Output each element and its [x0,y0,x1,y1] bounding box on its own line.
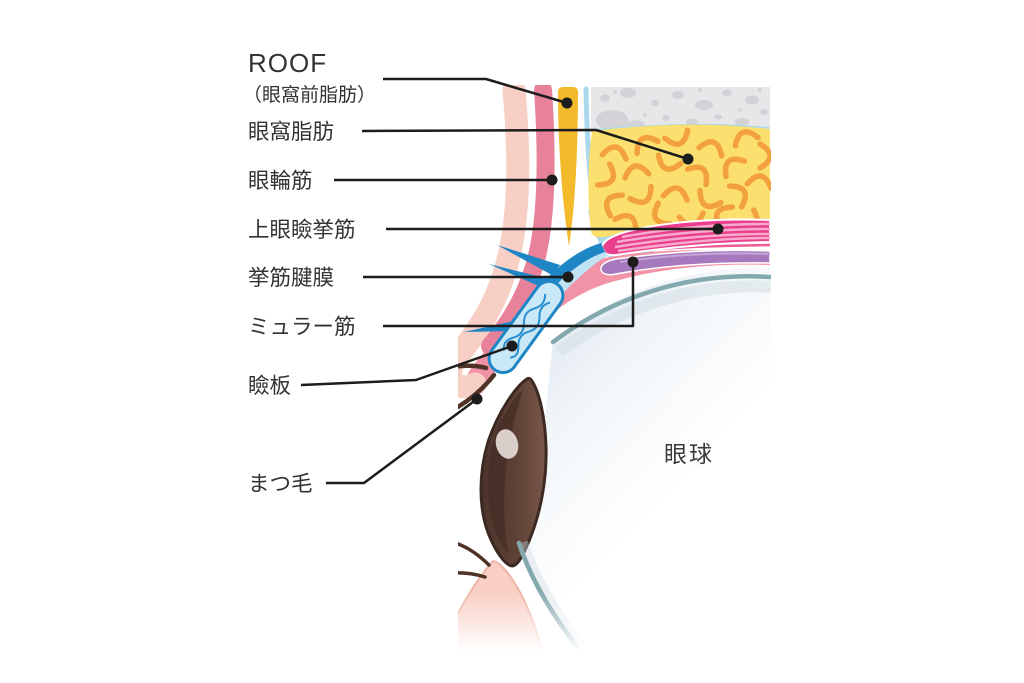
tarsal-wavy-line [509,301,551,359]
orbital-bone [591,87,770,133]
iris [479,376,548,568]
leader-dot-orbicularis [546,174,558,186]
leader-line-roof [383,77,568,105]
iris-highlight [495,429,519,459]
bottom-fade [458,592,771,662]
roof-fat-strip [558,87,578,246]
leader-dots [471,97,724,405]
label-roof-sub: （眼窩前脂肪） [243,84,376,106]
leader-line-eyelash [326,397,478,485]
aponeurosis-branch [497,245,560,275]
leader-dot-muller [627,256,639,268]
label-eyeball: 眼球 [664,441,714,467]
label-levator: 上眼瞼挙筋 [248,218,356,242]
label-aponeurosis: 挙筋腱膜 [248,266,334,290]
labels: ROOF （眼窩前脂肪） 眼窩脂肪 眼輪筋 上眼瞼挙筋 挙筋腱膜 ミュラー筋 瞼… [243,48,714,496]
lower-eyelash-stroke [458,571,487,579]
eyeball-edge-shadow [555,280,771,357]
leader-line-orbital-fat [361,128,689,161]
leader-dot-orbital-fat [682,153,694,165]
illustration [458,85,771,662]
leader-line-tarsus [300,344,513,387]
iris-inner-shadow [487,390,523,553]
levator-stripes [614,222,771,253]
label-eyelash: まつ毛 [248,472,313,496]
leader-dot-eyelash [471,393,483,405]
eyeball-sclera [519,267,770,662]
label-muller: ミュラー筋 [248,315,356,339]
leader-dot-tarsus [506,340,518,352]
leader-dot-levator [712,223,724,235]
muller-muscle-shape [600,249,771,276]
orbicularis-band [481,85,555,355]
tarsal-wavy-line [502,293,547,351]
label-orbicularis: 眼輪筋 [248,169,313,193]
label-roof: ROOF [248,48,327,78]
bone-speckles [596,88,768,132]
leader-lines [300,77,718,485]
upper-eyelash-stroke [458,363,489,371]
leader-line-muller [383,262,635,328]
leader-dot-aponeurosis [562,271,574,283]
lower-eyelashes [458,542,491,579]
lower-eyelash-stroke [458,542,491,567]
label-tarsus: 瞼板 [248,374,291,398]
leader-dot-roof [561,97,573,109]
label-orbital-fat: 眼窩脂肪 [248,120,334,144]
